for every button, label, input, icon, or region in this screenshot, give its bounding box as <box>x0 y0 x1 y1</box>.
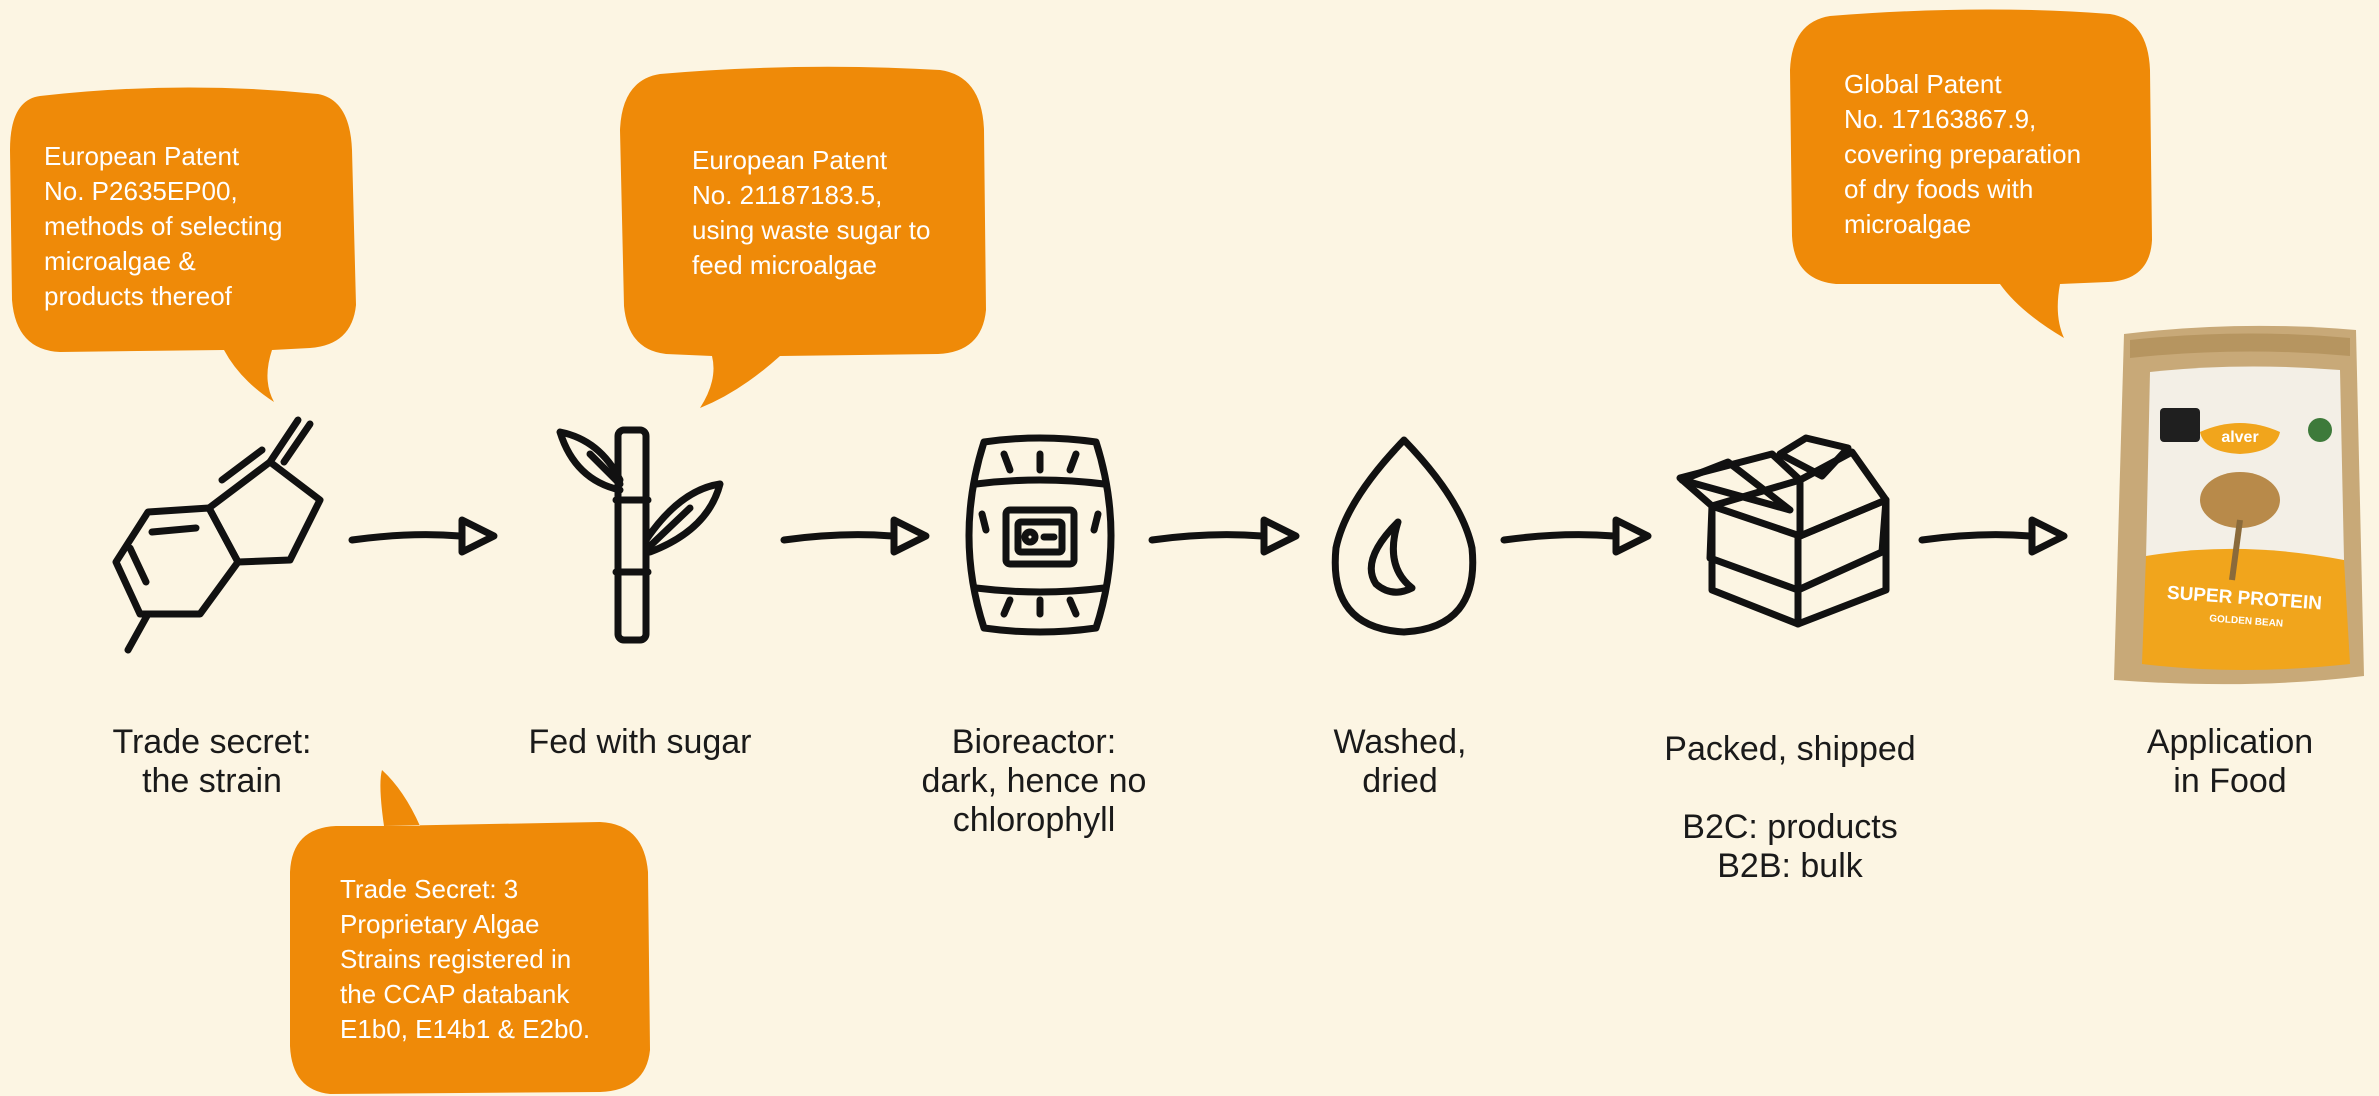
step-label-bioreactor: Bioreactor: dark, hence no chlorophyll <box>884 723 1184 840</box>
bamboo-icon <box>560 430 720 640</box>
step-label-washed: Washed, dried <box>1270 723 1530 801</box>
step-label-sugar: Fed with sugar <box>480 723 800 762</box>
bubble-text-food-patent: Global Patent No. 17163867.9, covering p… <box>1844 67 2081 242</box>
bubble-text-strain-patent: European Patent No. P2635EP00, methods o… <box>44 139 282 314</box>
flow-arrow-5 <box>1922 520 2064 552</box>
molecule-icon <box>116 420 320 650</box>
step-label-strain: Trade secret: the strain <box>70 723 354 801</box>
open-box-icon <box>1680 438 1886 624</box>
step-label-packed: Packed, shipped B2C: products B2B: bulk <box>1630 730 1950 886</box>
flow-arrow-3 <box>1152 520 1296 552</box>
bubble-text-sugar-patent: European Patent No. 21187183.5, using wa… <box>692 143 930 283</box>
water-drop-icon <box>1335 440 1473 632</box>
product-brand: alver <box>2221 429 2258 446</box>
flow-arrow-1 <box>352 520 494 552</box>
flow-arrow-4 <box>1504 520 1648 552</box>
flow-arrow-2 <box>784 520 926 552</box>
product-pouch-icon <box>2114 326 2364 684</box>
bubble-text-strain-secret: Trade Secret: 3 Proprietary Algae Strain… <box>340 872 590 1047</box>
step-label-application: Application in Food <box>2090 723 2370 801</box>
barrel-icon <box>969 438 1111 632</box>
